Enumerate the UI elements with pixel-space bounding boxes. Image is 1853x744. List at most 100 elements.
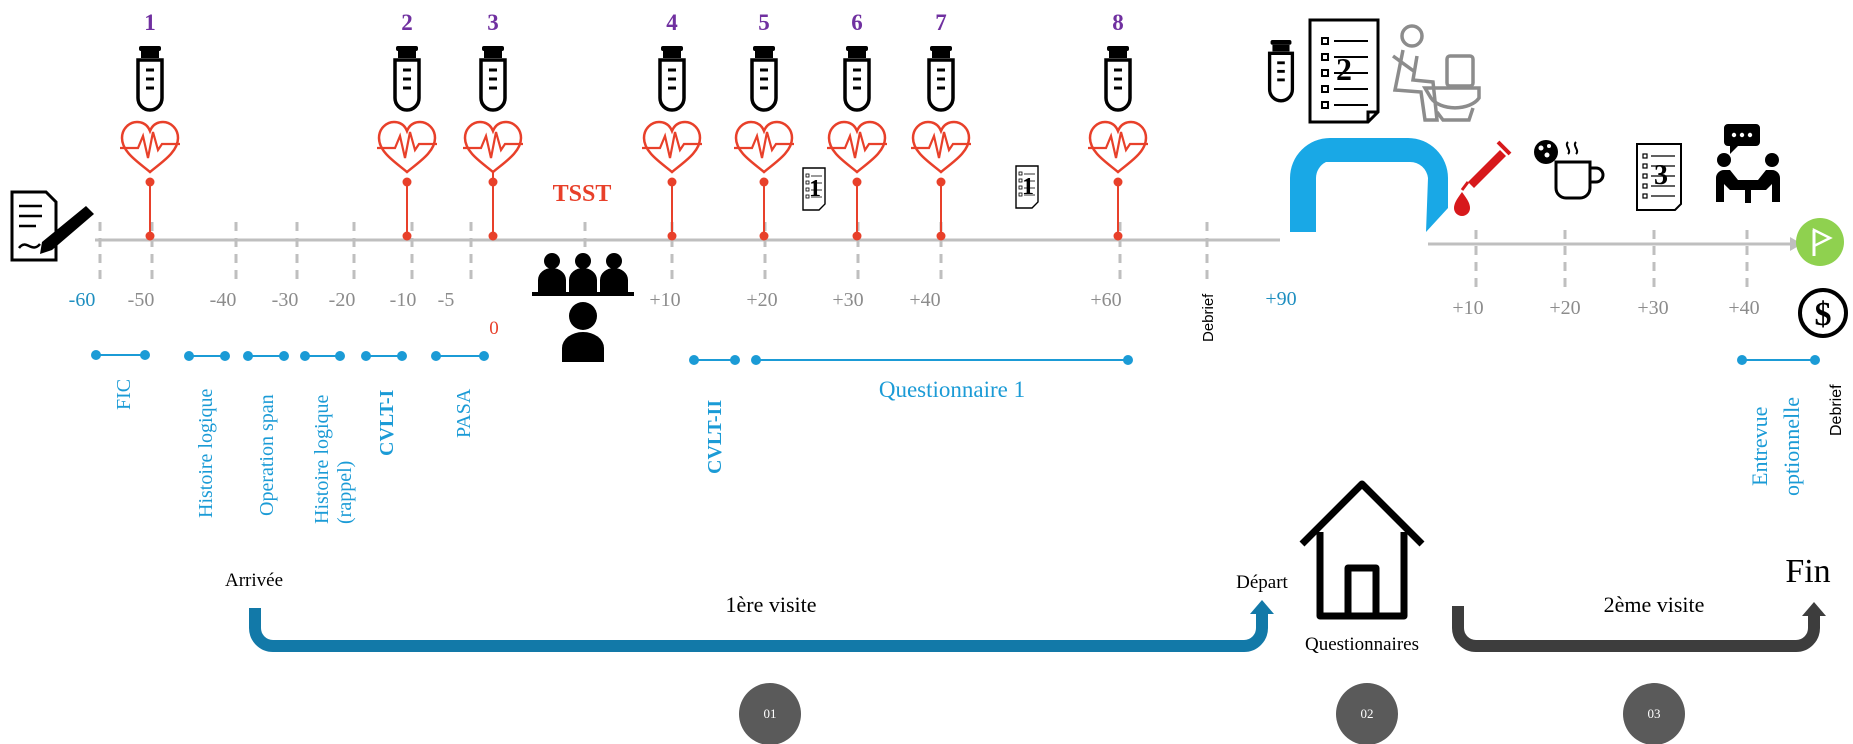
sample-dot	[852, 177, 862, 187]
tick-label: -10	[390, 289, 417, 311]
coffee-snack-icon	[1534, 140, 1605, 200]
heart-rate-icon	[375, 120, 439, 174]
sample-number: 7	[935, 10, 947, 35]
test-tube-icon	[479, 44, 507, 112]
sample-marker-6: 6	[825, 10, 889, 241]
visit-1-label: 1ère visite	[725, 592, 816, 617]
task-labels: FIC Histoire logique Operation span Hist…	[113, 377, 1804, 524]
heart-rate-icon	[909, 120, 973, 174]
sample-marker-2: 2	[375, 10, 439, 241]
sample-dot	[145, 177, 155, 187]
tick-label: -30	[272, 289, 299, 311]
task-histoire-rappel-line2: (rappel)	[334, 461, 356, 524]
test-tube-icon	[843, 44, 871, 112]
step-circle-03: 03	[1623, 683, 1685, 744]
tick-label: +30	[1637, 297, 1668, 319]
heart-rate-icon	[118, 120, 182, 174]
flag-icon[interactable]	[1796, 218, 1844, 266]
audience-panel-icon	[532, 253, 634, 362]
task-histoire-rappel-line1: Histoire logique	[311, 394, 333, 524]
task-cvlt-ii: CVLT-II	[704, 400, 726, 474]
heart-rate-icon	[640, 120, 704, 174]
tick-label: +30	[832, 289, 863, 311]
tick-label: +10	[1452, 297, 1483, 319]
step-circle-01: 01	[739, 683, 801, 744]
sample-marker-8: 8	[1086, 10, 1150, 241]
tick-label: -40	[210, 289, 237, 311]
sample-dot	[667, 177, 677, 187]
test-tube-icon	[393, 44, 421, 112]
tick-label: -20	[329, 289, 356, 311]
heart-rate-icon	[1086, 120, 1150, 174]
debrief-label-2: Debrief	[1828, 384, 1845, 436]
sample-number: 3	[487, 10, 499, 35]
syringe-icon	[1454, 140, 1512, 216]
sample-number: 8	[1112, 10, 1124, 35]
interview-icon	[1716, 124, 1780, 203]
sample-number: 4	[666, 10, 678, 35]
tick-label: +20	[746, 289, 777, 311]
task-entrevue-line2: optionnelle	[1779, 397, 1804, 496]
tsst-label: TSST	[553, 181, 612, 207]
task-bars	[91, 350, 1820, 365]
sample-marker-5: 5	[732, 10, 796, 241]
svg-text:3: 3	[1654, 160, 1668, 191]
test-tube-icon	[1104, 44, 1132, 112]
heart-rate-icon	[461, 120, 525, 174]
task-pasa: PASA	[453, 388, 475, 438]
tick-label: +40	[909, 289, 940, 311]
questionnaire-doc-icon: 1	[802, 167, 826, 211]
house-icon	[1299, 480, 1425, 620]
task-entrevue-line1: Entrevue	[1747, 407, 1772, 486]
svg-text:2: 2	[1336, 51, 1352, 87]
sample-dot	[936, 231, 946, 241]
sample-number: 5	[758, 10, 770, 35]
end-label: Fin	[1785, 553, 1830, 590]
tick-label: -50	[128, 289, 155, 311]
sample-dot	[759, 177, 769, 187]
tick-zero: 0	[489, 318, 499, 339]
sample-dot	[1113, 177, 1123, 187]
sample-marker-4: 4	[640, 10, 704, 241]
sample-marker-7: 7	[909, 10, 973, 241]
tick-label: -5	[438, 289, 455, 311]
tick-label: +40	[1728, 297, 1759, 319]
sample-dot	[936, 177, 946, 187]
consent-form-icon	[10, 190, 94, 262]
sample-dot	[402, 177, 412, 187]
svg-text:02: 02	[1361, 706, 1374, 721]
tick-label: +20	[1549, 297, 1580, 319]
task-operation-span: Operation span	[256, 394, 278, 516]
dollar-icon: $	[1798, 288, 1848, 338]
svg-text:$: $	[1815, 296, 1832, 333]
tick-label: -60	[69, 289, 96, 311]
departure-label: Départ	[1236, 572, 1288, 593]
sample-number: 6	[851, 10, 863, 35]
sample-dot	[488, 177, 498, 187]
task-fic: FIC	[113, 379, 135, 410]
timeline-tick-labels: -60-50-40-30-20-10-5+10+20+30+40+60	[69, 289, 1122, 311]
timeline2-tick-labels: +10 +20 +30 +40	[1452, 297, 1759, 319]
sample-dot	[852, 231, 862, 241]
sample-dot	[759, 231, 769, 241]
sample-marker-1: 1	[118, 10, 182, 241]
timeline-tick-marks	[98, 222, 1209, 282]
debrief-label-1: Debrief	[1200, 293, 1217, 342]
sample-number: 1	[144, 10, 156, 35]
test-tube-icon	[658, 44, 686, 112]
step-circle-02: 02	[1336, 683, 1398, 744]
home-break-arch	[1290, 138, 1448, 232]
sample-dot	[667, 231, 677, 241]
visit-2-label: 2ème visite	[1604, 592, 1705, 617]
sample-number: 2	[401, 10, 413, 35]
heart-rate-icon	[732, 120, 796, 174]
visit-1-bracket	[249, 608, 1268, 652]
questionnaires-label: Questionnaires	[1305, 634, 1419, 655]
document-checklist-icon: 2	[1308, 18, 1380, 124]
toilet-user-icon	[1391, 24, 1481, 122]
task-cvlt-i: CVLT-I	[376, 389, 398, 456]
svg-text:03: 03	[1648, 706, 1661, 721]
tick-label: +10	[649, 289, 680, 311]
sample-dot	[1113, 231, 1123, 241]
tick-plus-90: +90	[1265, 288, 1296, 310]
